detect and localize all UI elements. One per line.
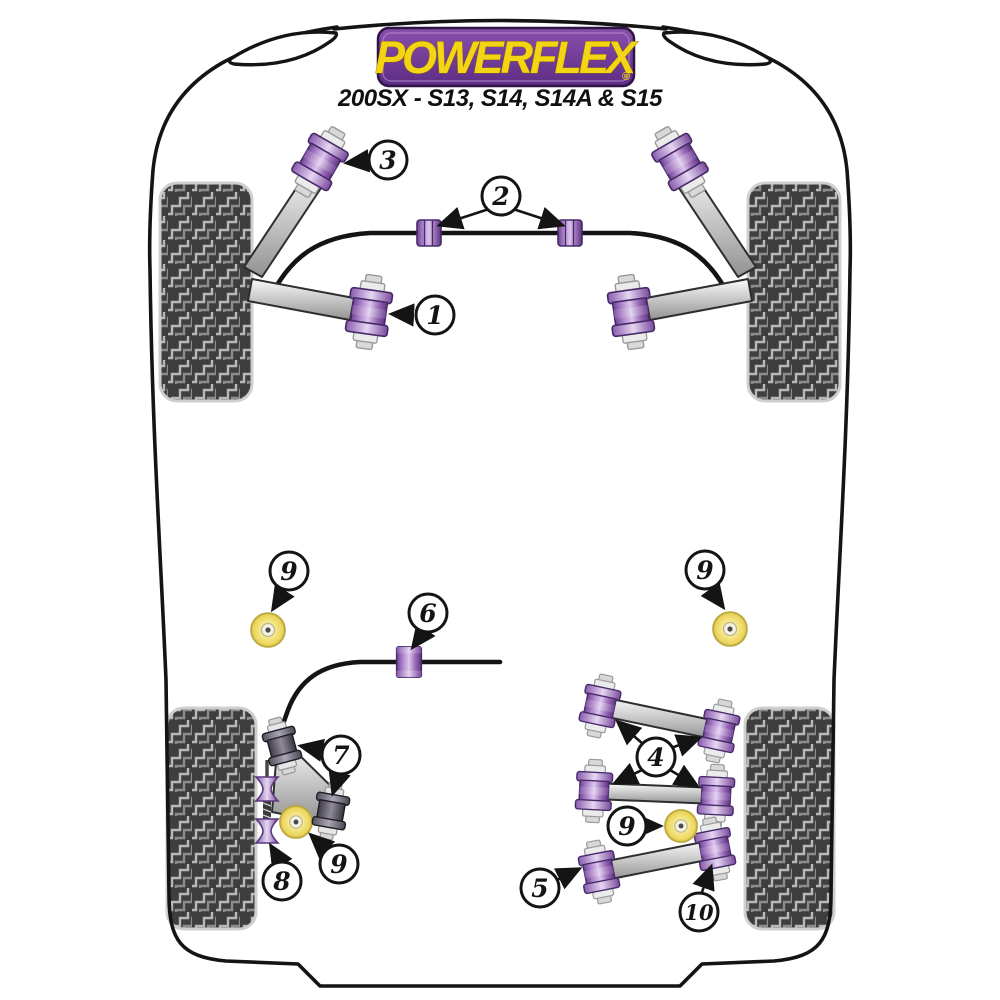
logo-background: [376, 26, 636, 88]
callout-3: 3: [343, 139, 409, 181]
tire-rear-right: [743, 706, 836, 931]
callout-arrow: [388, 303, 415, 327]
tie-bar-thread: [262, 802, 272, 807]
callout-circle: [519, 867, 561, 909]
callout-label: 9: [280, 557, 297, 586]
callout-label: 4: [647, 743, 664, 772]
callout-arrow: [554, 867, 583, 890]
rear-anti-roll-bar: [275, 659, 503, 741]
callout-circle: [606, 805, 648, 847]
tie-bar-thread: [262, 814, 272, 819]
callout-9-rear-right: 9: [606, 805, 664, 847]
subframe-mount-rear-left: [279, 805, 313, 839]
tie-bar-thread: [262, 808, 272, 813]
callout-arrow: [410, 622, 436, 651]
model-subtitle: 200SX - S13, S14, S14A & S15: [337, 85, 663, 112]
callout-9-rear-left: 9: [308, 832, 360, 885]
callout-arrow: [611, 762, 643, 785]
callout-label: 7: [332, 741, 350, 770]
callout-label: 9: [696, 556, 713, 585]
registered-mark: ®: [622, 71, 630, 83]
callout-arrow: [669, 764, 701, 788]
callout-arrow: [268, 842, 293, 871]
callout-label: 10: [684, 900, 714, 925]
callout-label: 1: [426, 301, 443, 330]
subframe-mount-front-right: [712, 611, 748, 647]
callout-circle: [318, 843, 360, 885]
callout-label: 8: [272, 867, 290, 896]
car-body-outline: [147, 25, 853, 988]
callout-label: 9: [330, 850, 347, 879]
callout-arrow: [270, 584, 295, 613]
tire-front-left: [158, 181, 254, 403]
subframe-mount-rear-right: [664, 809, 698, 843]
callout-arrow: [308, 832, 336, 859]
callout-4: 4: [611, 719, 703, 788]
callout-arrow: [692, 863, 715, 893]
callout-8: 8: [261, 842, 303, 902]
callout-circle: [367, 139, 409, 181]
callout-arrow: [343, 149, 371, 173]
callout-label: 9: [618, 812, 635, 841]
subframe-mount-front-left: [250, 612, 286, 648]
callout-2: 2: [436, 175, 566, 230]
callout-circle: [261, 860, 303, 902]
callout-9-mid-right: 9: [684, 549, 726, 611]
callout-arrow: [700, 582, 726, 611]
logo-text: POWERFLEX: [375, 32, 639, 83]
tire-rear-left: [165, 706, 258, 931]
bushing-front-arb-left: [416, 219, 442, 247]
callout-arrow: [436, 207, 490, 230]
roof-arc: [332, 18, 668, 31]
rear-right-suspension: [573, 670, 744, 907]
callout-1: 1: [388, 294, 456, 336]
front-suspension: [243, 118, 757, 353]
callout-label: 3: [379, 146, 396, 175]
callout-7: 7: [297, 734, 362, 797]
callout-arrow: [670, 734, 703, 757]
callout-10: 10: [678, 863, 720, 933]
callout-arrow: [512, 207, 566, 230]
callout-arrow: [328, 768, 351, 797]
callout-circle: [480, 175, 522, 217]
callout-circle: [268, 550, 310, 592]
callouts: 1 2 3 4 5 6: [261, 139, 726, 933]
front-anti-roll-bar: [265, 230, 735, 305]
left-door-mirror: [227, 30, 339, 67]
callout-label: 2: [491, 182, 509, 211]
callout-circle: [320, 734, 362, 776]
callout-5: 5: [519, 867, 583, 909]
tire-front-right: [746, 181, 842, 403]
callout-arrow: [297, 738, 325, 762]
callout-label: 5: [531, 874, 548, 903]
bushing-rear-arb: [395, 646, 423, 678]
callout-6: 6: [407, 592, 449, 651]
callout-arrow: [615, 719, 644, 746]
rear-subframe: [250, 611, 748, 741]
callout-circle: [407, 592, 449, 634]
callout-circle: [414, 294, 456, 336]
callout-circle: [678, 891, 720, 933]
callout-label: 6: [419, 599, 436, 628]
logo-inner-border: [382, 32, 630, 82]
brand-logo: POWERFLEX ®: [375, 26, 642, 88]
callout-circle: [635, 736, 677, 778]
callout-9-mid-left: 9: [268, 550, 310, 613]
right-door-mirror: [661, 30, 773, 67]
callout-circle: [684, 549, 726, 591]
